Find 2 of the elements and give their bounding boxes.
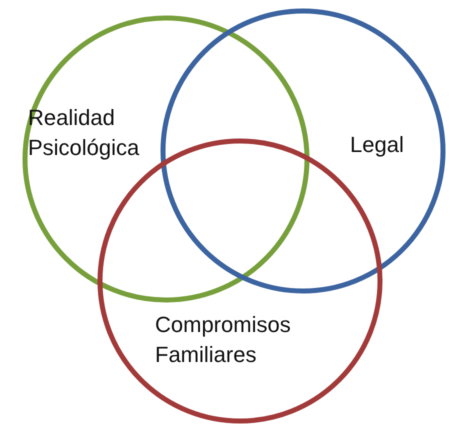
circle-label: Legal xyxy=(350,131,405,159)
circle-label: Compromisos Familiares xyxy=(155,311,292,369)
